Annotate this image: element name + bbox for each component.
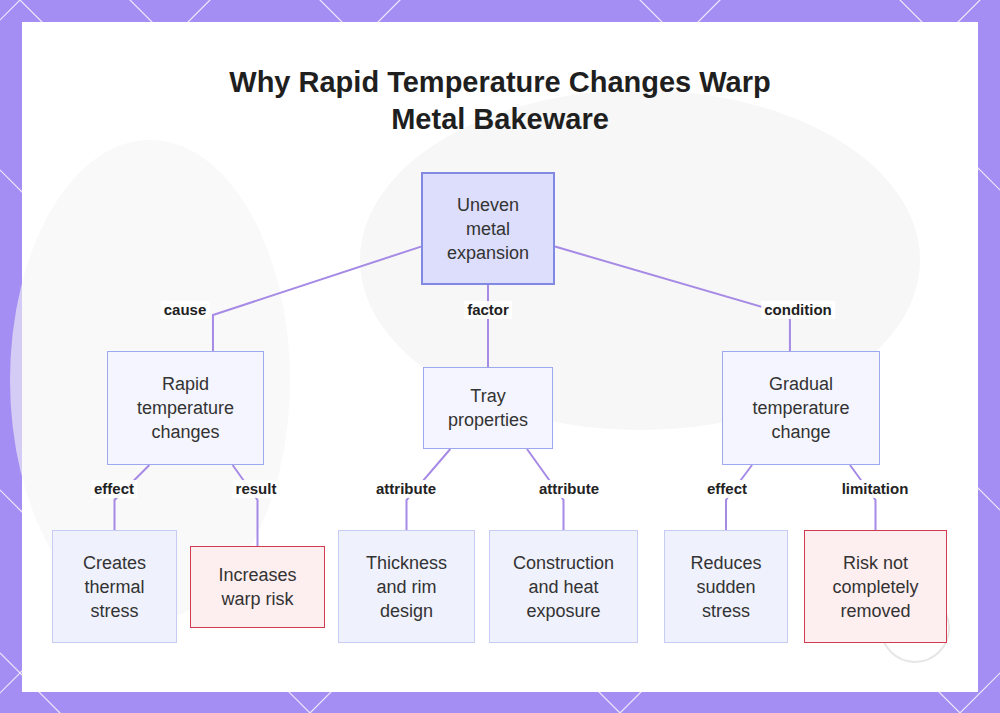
- connector-line: [233, 465, 258, 546]
- node-text: Reduces sudden stress: [677, 551, 775, 623]
- connector-line: [213, 247, 421, 351]
- concept-box: Tray properties: [423, 367, 553, 449]
- edge-label: cause: [161, 301, 210, 319]
- risk-box: Risk not completely removed: [804, 530, 947, 643]
- edge-label: condition: [761, 301, 835, 319]
- concept-box: Reduces sudden stress: [664, 530, 788, 643]
- concept-box: Gradual temperature change: [722, 351, 880, 465]
- edge-label: attribute: [536, 480, 602, 498]
- edge-label: attribute: [373, 480, 439, 498]
- edge-label: effect: [704, 480, 750, 498]
- diagram-title: Why Rapid Temperature Changes Warp Metal…: [190, 64, 810, 138]
- concept-box: Construction and heat exposure: [489, 530, 638, 643]
- root-box: Uneven metal expansion: [421, 172, 555, 285]
- node-text: Tray properties: [442, 384, 534, 432]
- node-text: Uneven metal expansion: [443, 193, 533, 265]
- node-text: Construction and heat exposure: [502, 551, 625, 623]
- connector-line: [487, 285, 489, 367]
- node-text: Rapid temperature changes: [123, 372, 248, 444]
- concept-box: Creates thermal stress: [52, 530, 177, 643]
- node-text: Risk not completely removed: [817, 551, 934, 623]
- node-text: Gradual temperature change: [738, 372, 864, 444]
- white-panel: [22, 22, 978, 692]
- concept-box: Rapid temperature changes: [107, 351, 264, 465]
- edge-label: limitation: [839, 480, 912, 498]
- node-text: Creates thermal stress: [65, 551, 164, 623]
- concept-box: Thickness and rim design: [338, 530, 475, 643]
- connector-line: [555, 247, 790, 351]
- node-text: Increases warp risk: [203, 563, 312, 611]
- edge-label: factor: [464, 301, 512, 319]
- edge-label: effect: [91, 480, 137, 498]
- risk-box: Increases warp risk: [190, 546, 325, 628]
- node-text: Thickness and rim design: [355, 551, 458, 623]
- edge-label: result: [233, 480, 280, 498]
